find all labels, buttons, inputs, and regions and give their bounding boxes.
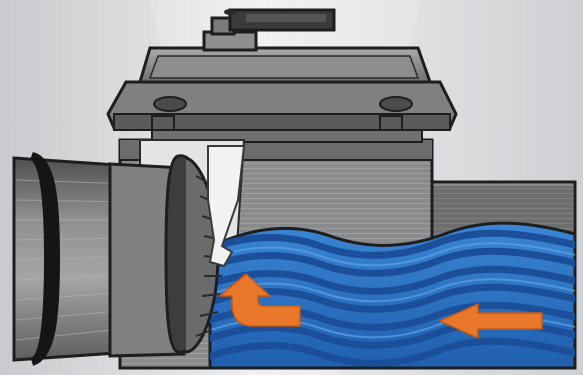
valve-cover [108, 48, 456, 142]
cover-bolt-right [380, 97, 412, 111]
inlet-pipe [14, 156, 184, 362]
cover-bolt-left [154, 97, 186, 111]
